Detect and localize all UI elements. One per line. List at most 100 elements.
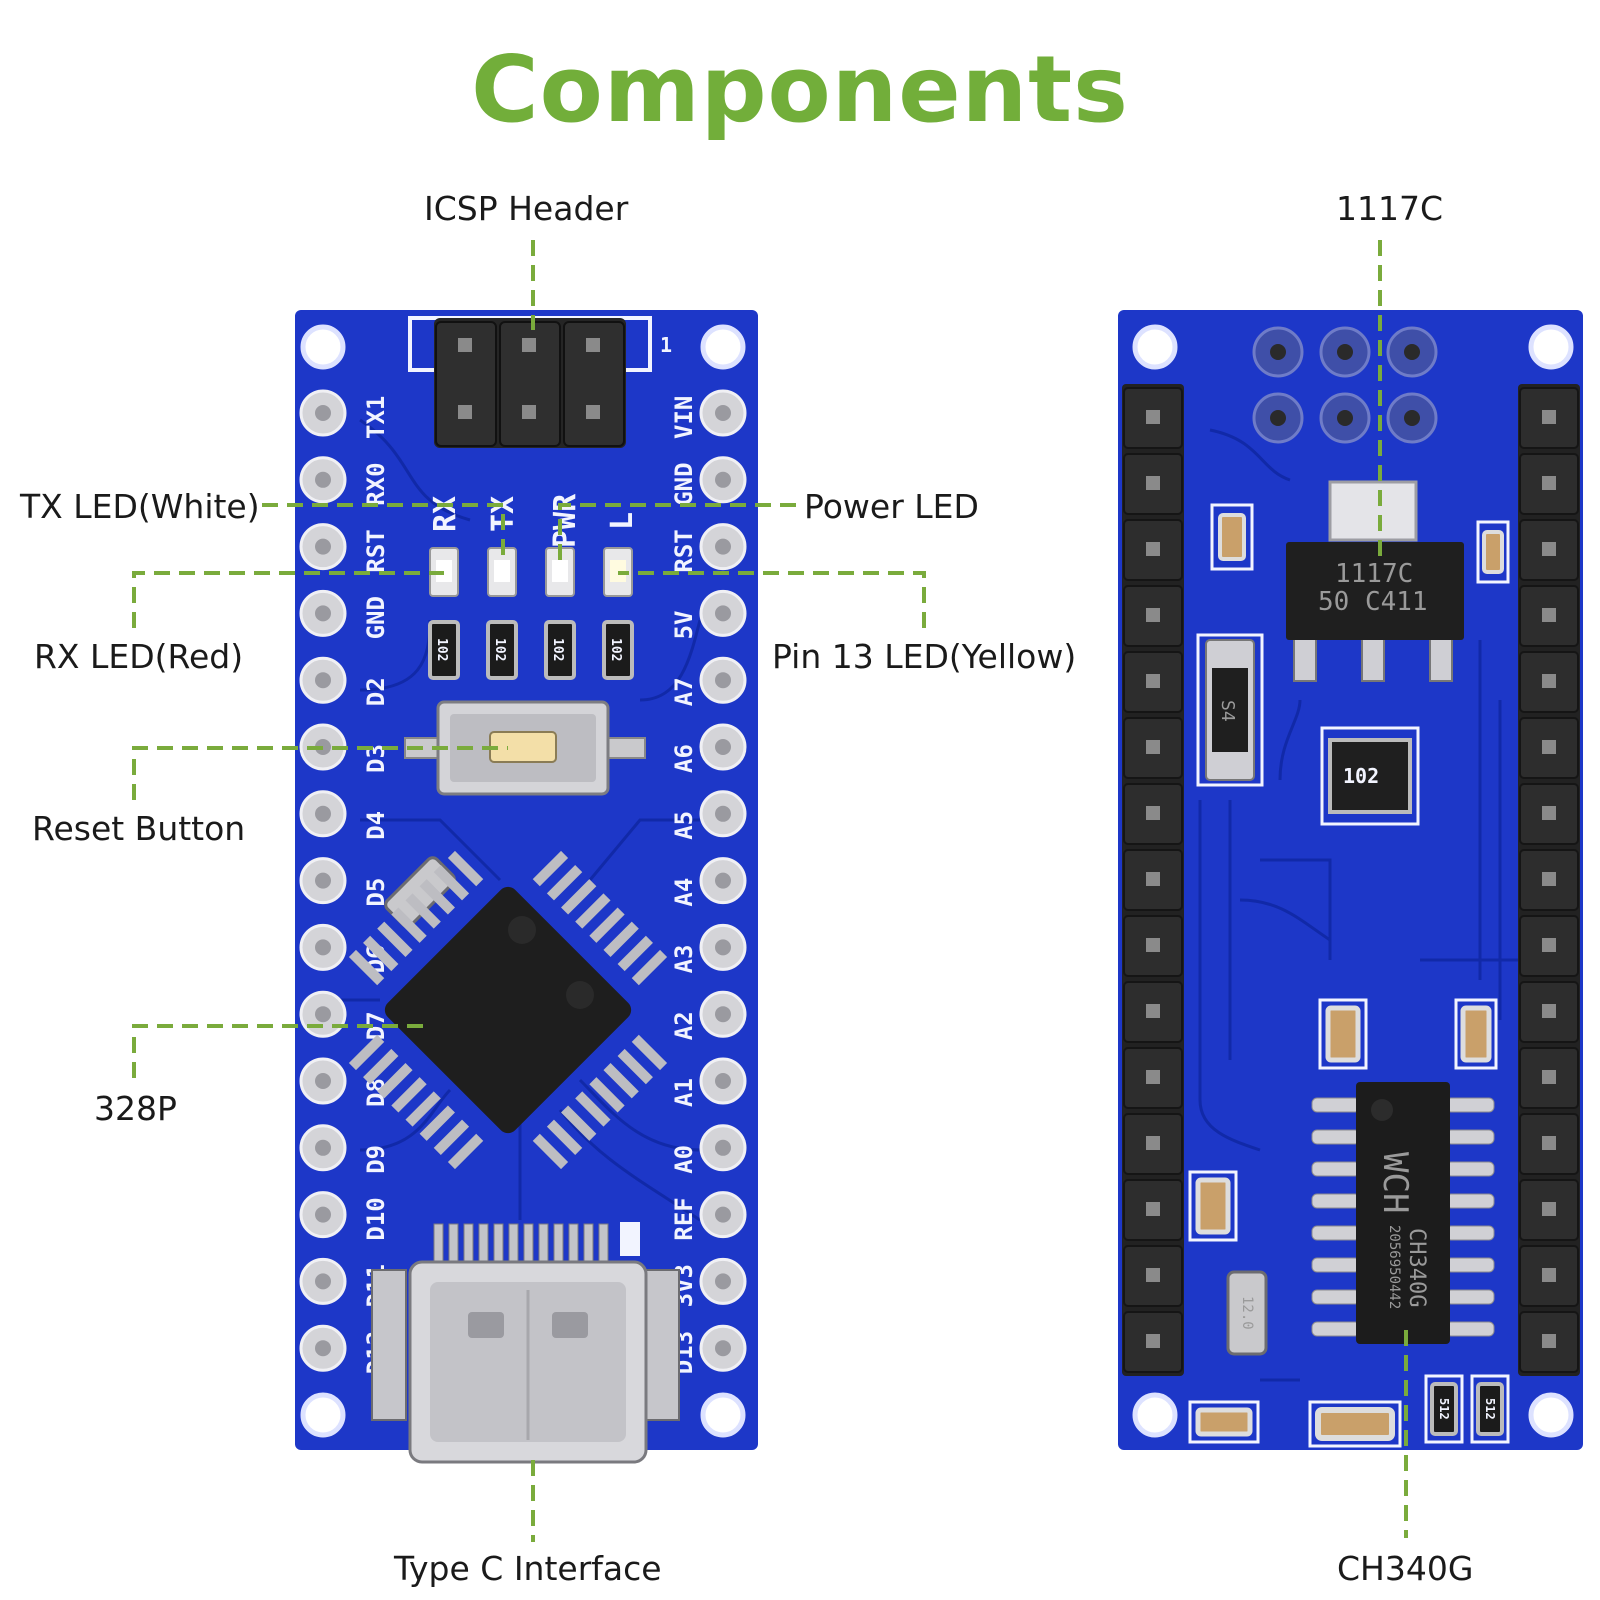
pin-hole — [315, 605, 331, 622]
leader-328p — [132, 1024, 428, 1078]
usbc-pins — [433, 1223, 609, 1267]
led-label-l: L — [605, 512, 640, 530]
mount-hole — [1528, 1392, 1574, 1438]
header-pin — [1542, 674, 1556, 688]
mcu-pin — [433, 1119, 470, 1155]
ch340-pin — [1311, 1257, 1361, 1273]
pin-label-d10: D10 — [362, 1197, 390, 1240]
resistor-array-code: 102 — [1343, 764, 1379, 788]
pin-hole — [715, 405, 731, 421]
usbc-pin — [448, 1223, 459, 1267]
header-pin — [1146, 740, 1160, 754]
pin-hole — [315, 1139, 331, 1156]
back-capacitors — [1188, 503, 1510, 1448]
regulator-marking-1: 1117C — [1335, 559, 1413, 589]
pin-hole — [315, 872, 331, 889]
pin-hole — [315, 1206, 331, 1223]
mcu-pin — [561, 879, 597, 915]
back-right-pin-header — [1518, 384, 1580, 1376]
usbc-pin — [598, 1223, 609, 1267]
header-pin — [1542, 542, 1556, 556]
pin-hole — [715, 471, 731, 488]
front-left-pin-labels: TX1RX0RSTGNDD2D3D4D5D6D7D8D9D10D11D12 — [362, 396, 390, 1375]
type-c-connector — [371, 1222, 680, 1464]
regulator-marking-2: 50 C411 — [1318, 587, 1428, 617]
front-pcb — [295, 310, 758, 1450]
callout-rx-led: RX LED(Red) — [34, 637, 244, 676]
ch340-pin — [1445, 1129, 1495, 1145]
header-pin — [1542, 476, 1556, 490]
header-pin — [1146, 542, 1160, 556]
mcu-pin — [363, 1048, 399, 1085]
ch340-pin — [1311, 1321, 1361, 1337]
callout-reset-button: Reset Button — [32, 809, 246, 848]
header-pin — [1542, 1334, 1556, 1348]
header-pin — [1542, 872, 1556, 886]
mcu-pin — [617, 935, 653, 972]
mcu-pin — [617, 1048, 653, 1085]
header-pin — [1542, 1268, 1556, 1282]
mcu-pin — [532, 850, 569, 887]
usbc-pin — [508, 1223, 519, 1267]
chip-code: 2056950442 — [1386, 1225, 1402, 1309]
ch340-pin — [1445, 1225, 1495, 1241]
resistor-512-label: 512 — [1437, 1398, 1451, 1420]
pin-hole — [315, 939, 331, 956]
solder-joint-core — [1404, 344, 1420, 360]
icsp-solder-joints — [1252, 326, 1438, 444]
usbc-pin — [568, 1223, 579, 1267]
usbc-pin — [478, 1223, 489, 1267]
pin-label-gnd: GND — [670, 462, 698, 505]
led-silk-labels: RX TX PWR L — [428, 493, 640, 548]
usbc-pin — [538, 1223, 549, 1267]
chip-brand: WCH — [1375, 1152, 1415, 1213]
header-pin — [1146, 938, 1160, 952]
solder-joint-core — [1270, 344, 1286, 360]
resistor-code: 102 — [434, 638, 449, 661]
callout-power-led: Power LED — [804, 487, 979, 526]
pin-hole — [715, 939, 731, 956]
pin-label-tx1: TX1 — [362, 396, 390, 439]
mcu-pin — [447, 1133, 484, 1170]
tx-led — [487, 547, 517, 597]
mcu-pins — [348, 850, 668, 1170]
header-pin — [1146, 806, 1160, 820]
mount-hole — [300, 1392, 346, 1438]
mcu-pin — [391, 1077, 427, 1113]
resistor: 102 — [486, 620, 518, 680]
pin-hole — [715, 1273, 731, 1290]
icsp-pin1-label: 1 — [660, 333, 672, 357]
ch340-pin — [1311, 1129, 1361, 1145]
solder-joint-core — [1270, 410, 1286, 426]
pin-hole — [715, 538, 731, 555]
callout-tx-led: TX LED(White) — [20, 487, 260, 526]
callout-pin13-led: Pin 13 LED(Yellow) — [772, 637, 1077, 676]
pin-hole — [715, 672, 731, 689]
header-pin — [1146, 410, 1160, 424]
mount-hole — [700, 1392, 746, 1438]
mcu-pin — [589, 907, 625, 943]
mcu-pin — [419, 1105, 455, 1141]
header-pin — [1542, 1202, 1556, 1216]
status-leds — [429, 547, 633, 597]
resistor-code: 102 — [608, 638, 623, 661]
ch340-pins — [1311, 1097, 1495, 1337]
ch340-pin — [1445, 1097, 1495, 1113]
solder-joint-core — [1404, 410, 1420, 426]
pin-label-rx0: RX0 — [362, 462, 390, 505]
reset-button — [404, 700, 646, 796]
pin-label-a2: A2 — [670, 1011, 698, 1040]
resistor-array: 102 — [1320, 726, 1420, 826]
pin-label-a0: A0 — [670, 1145, 698, 1174]
mount-hole — [1132, 1392, 1178, 1438]
mcu-pin — [405, 893, 441, 929]
pin-hole — [315, 405, 331, 421]
resistor: 102 — [428, 620, 460, 680]
leader-rx-led — [132, 571, 444, 628]
ch340-pin — [1311, 1289, 1361, 1305]
header-pin — [1146, 608, 1160, 622]
solder-joint-core — [1337, 344, 1353, 360]
diode-marking: S4 — [1217, 700, 1238, 722]
